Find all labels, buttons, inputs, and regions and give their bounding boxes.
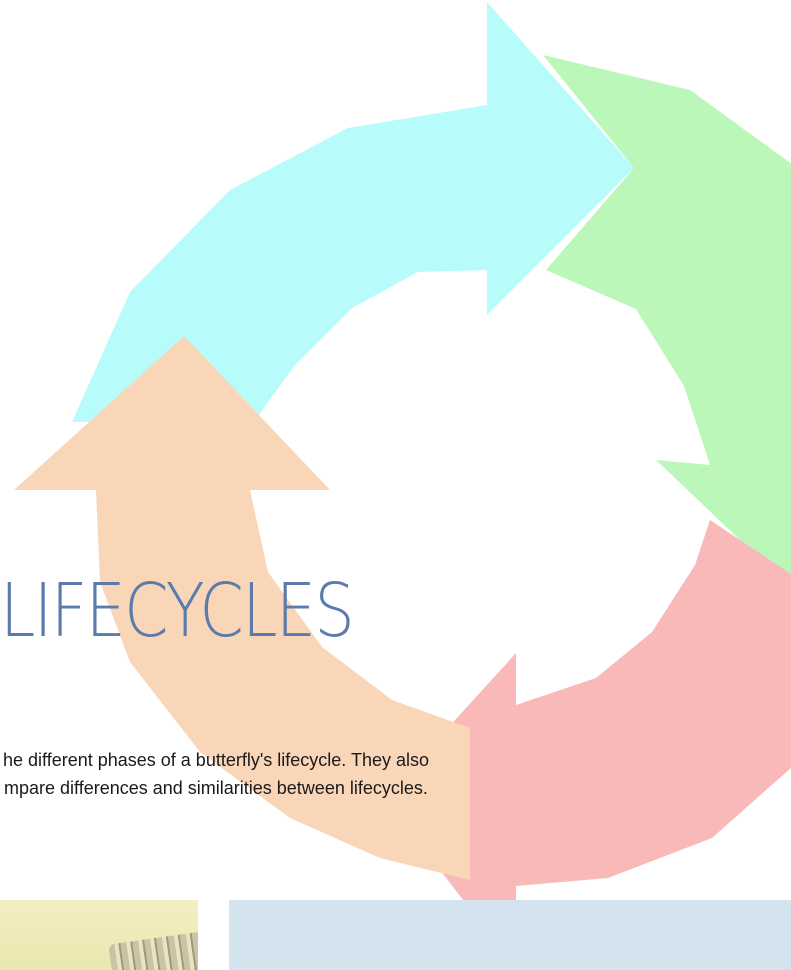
cycle-arrow-right — [543, 55, 791, 578]
info-panel — [229, 900, 791, 970]
thumbnail-image[interactable] — [0, 900, 198, 970]
page-description: he different phases of a butterfly's lif… — [0, 746, 790, 802]
description-line: mpare differences and similarities betwe… — [4, 778, 428, 798]
cycle-arrow-left — [14, 336, 470, 880]
page-title: LIFECYCLES — [0, 568, 355, 654]
cycle-arrow-bottom — [384, 520, 791, 968]
description-line: he different phases of a butterfly's lif… — [3, 750, 430, 770]
thumbnail-photo-object — [108, 927, 198, 970]
cycle-arrow-top — [72, 2, 634, 422]
